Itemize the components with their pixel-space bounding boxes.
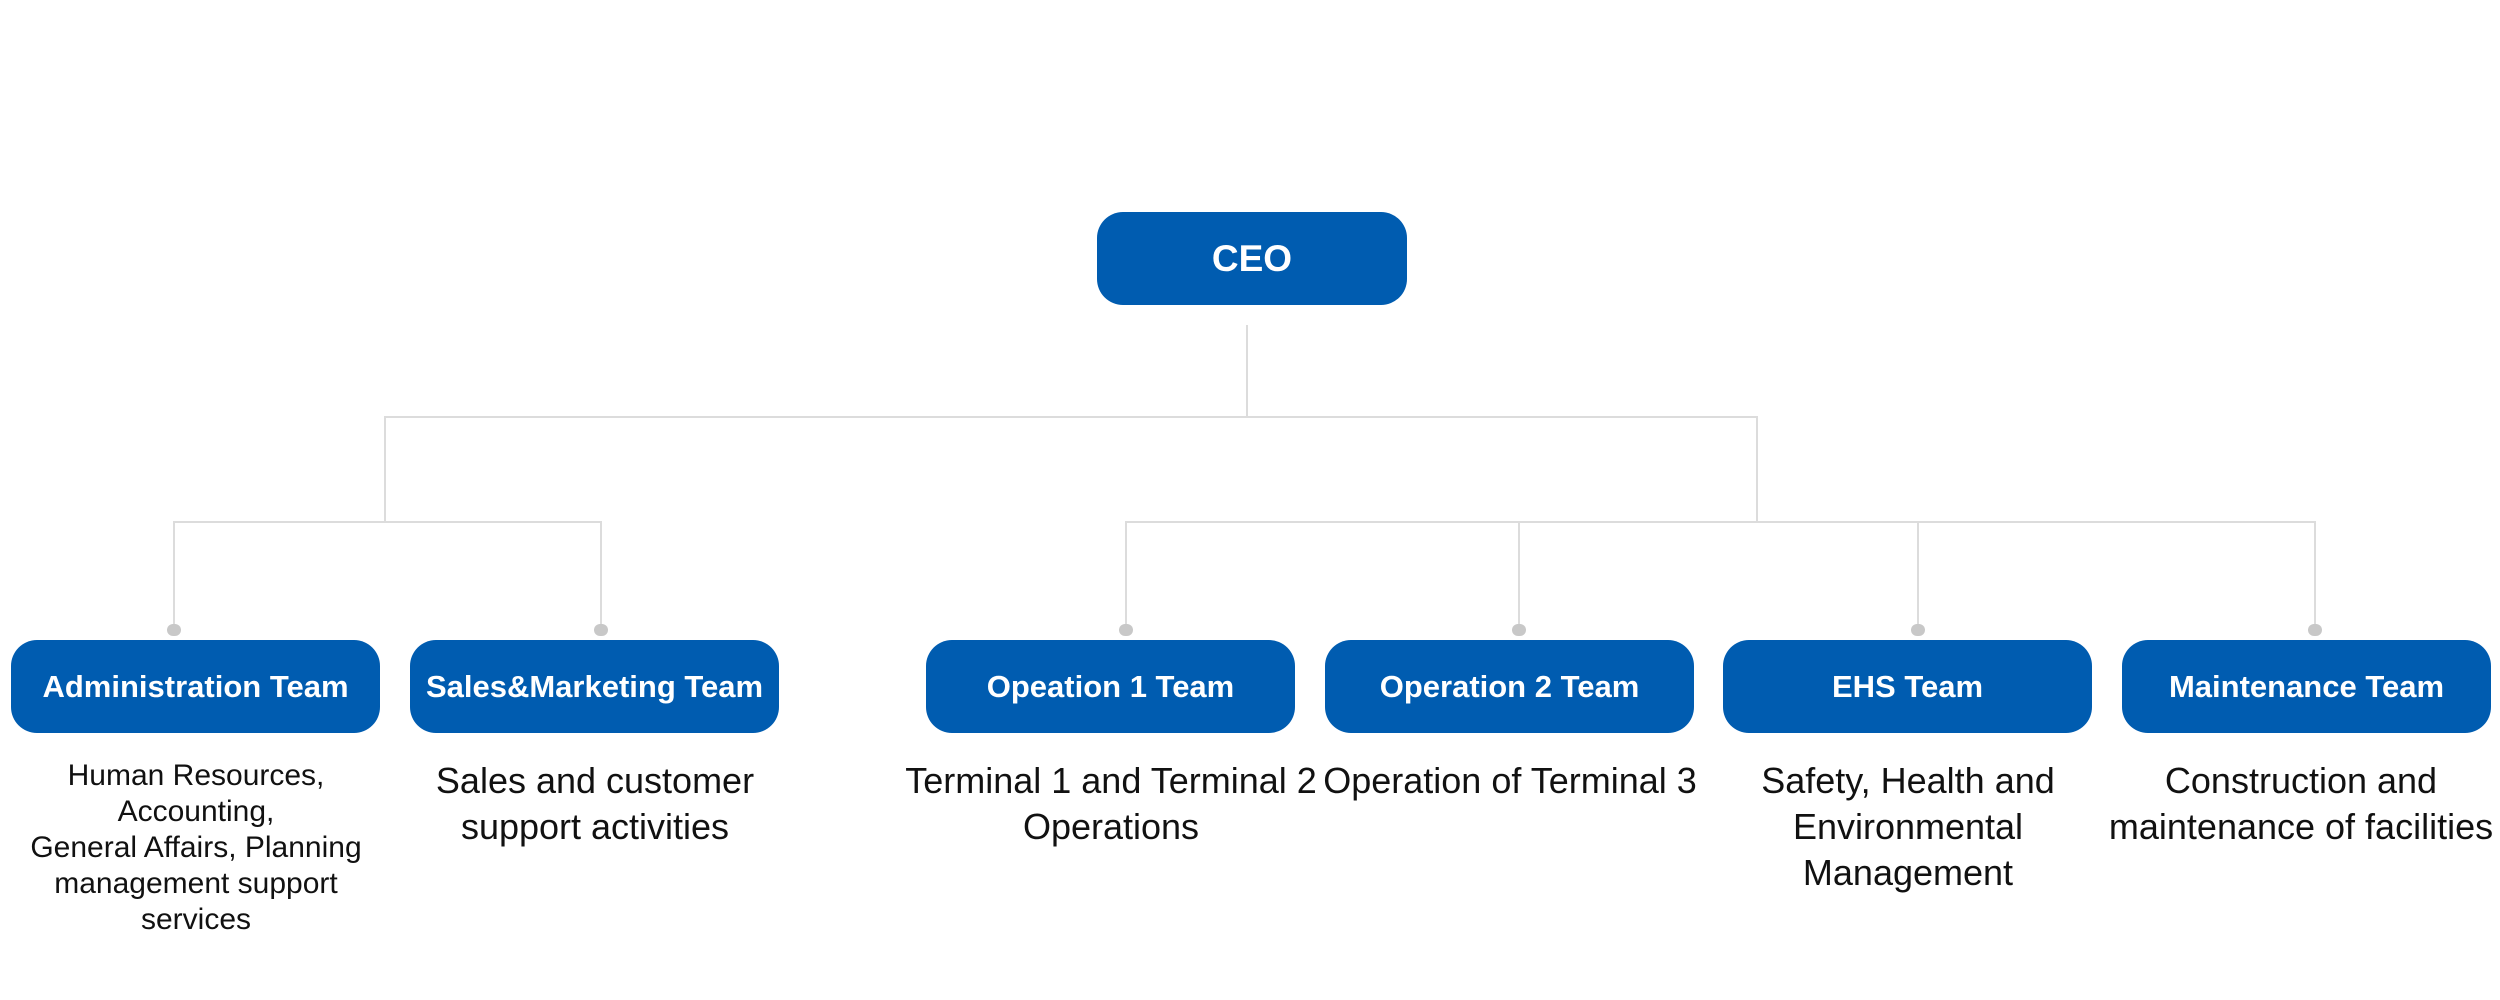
connector-ehs-drop <box>1917 521 1919 625</box>
connector-operation1-drop <box>1125 521 1127 625</box>
operation-2-team-node: Operation 2 Team <box>1325 640 1694 733</box>
ehs-team-description: Safety, Health and Environmental Managem… <box>1761 760 2055 894</box>
connector-dot-administration <box>167 624 181 636</box>
sales-marketing-team-node: Sales&Marketing Team <box>410 640 779 733</box>
maintenance-team-description: Construction and maintenance of faciliti… <box>2108 760 2494 848</box>
administration-team-description: Human Resources, Accounting, General Aff… <box>30 759 362 936</box>
connector-operation2-drop <box>1518 521 1520 625</box>
connector-dot-operation1 <box>1119 624 1133 636</box>
connector-ceo-trunk <box>1246 325 1248 418</box>
connector-dot-operation2 <box>1512 624 1526 636</box>
ehs-team-node: EHS Team <box>1723 640 2092 733</box>
ceo-node: CEO <box>1097 212 1407 305</box>
connector-dot-ehs <box>1911 624 1925 636</box>
connector-right-branch-drop <box>1756 416 1758 523</box>
administration-team-node: Administration Team <box>11 640 380 733</box>
connector-administration-drop <box>173 521 175 625</box>
operation-1-team-node: Opeation 1 Team <box>926 640 1295 733</box>
maintenance-team-node: Maintenance Team <box>2122 640 2491 733</box>
connector-dot-maintenance <box>2308 624 2322 636</box>
connector-main-horizontal <box>385 416 1758 418</box>
connector-left-branch-horizontal <box>173 521 602 523</box>
sales-marketing-team-description: Sales and customer support activities <box>435 760 755 848</box>
operation-2-team-description: Operation of Terminal 3 <box>1323 760 1697 801</box>
connector-right-branch-horizontal <box>1125 521 2316 523</box>
connector-sales-drop <box>600 521 602 625</box>
connector-left-branch-drop <box>384 416 386 523</box>
operation-1-team-description: Terminal 1 and Terminal 2 Operations <box>905 760 1317 848</box>
connector-maintenance-drop <box>2314 521 2316 625</box>
connector-dot-sales <box>594 624 608 636</box>
